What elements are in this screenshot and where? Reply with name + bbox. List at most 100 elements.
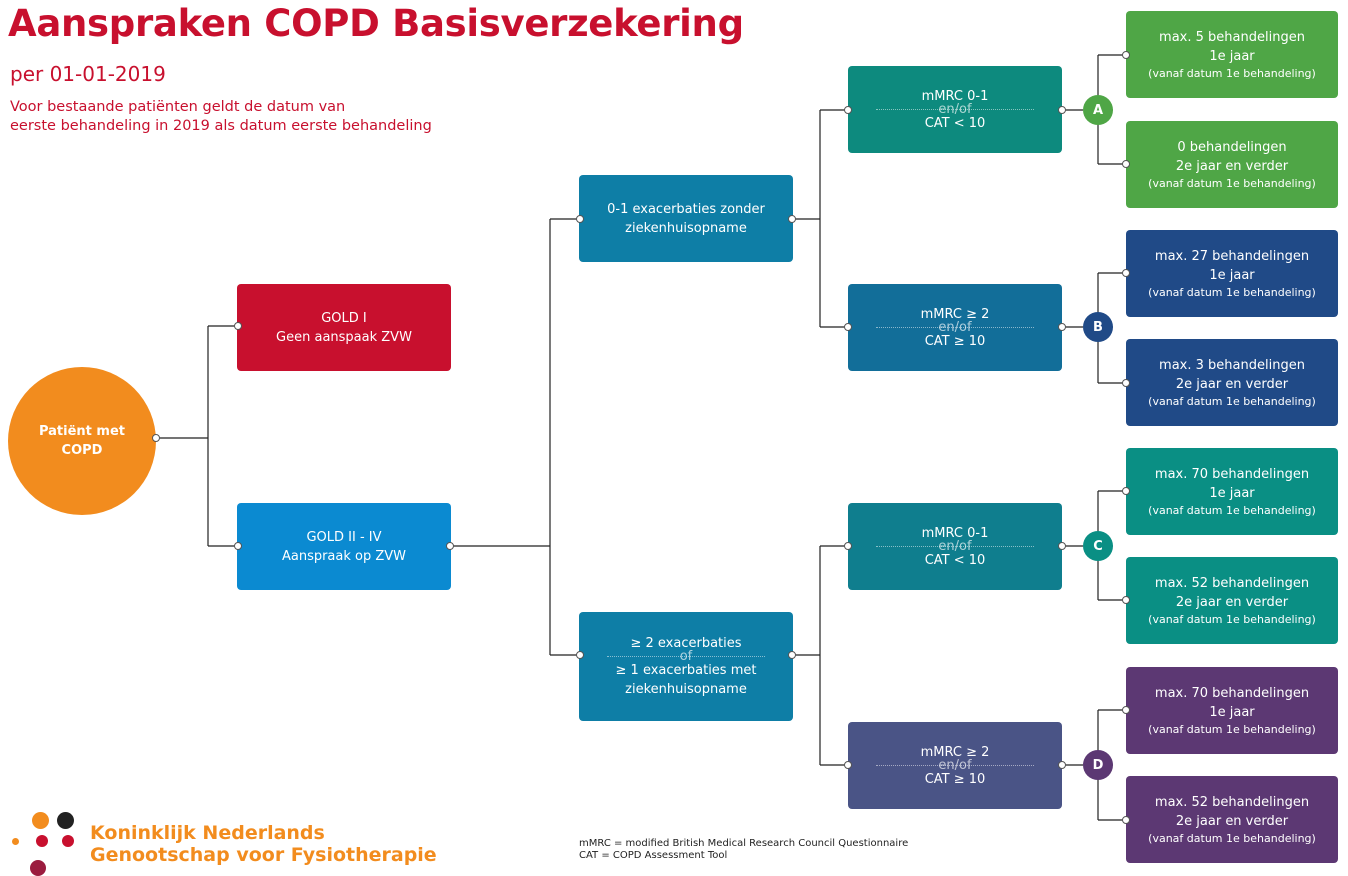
outcome-d1-box: max. 70 behandelingen 1e jaar (vanaf dat…	[1126, 667, 1338, 754]
exac-high-line-2: ≥ 1 exacerbaties met	[615, 663, 757, 678]
outcome-a1-note: (vanaf datum 1e behandeling)	[1148, 66, 1316, 80]
connector-dot	[576, 651, 584, 659]
exac-low-line-2: ziekenhuisopname	[625, 220, 747, 236]
exac-low-line-1: 0-1 exacerbaties zonder	[607, 201, 765, 217]
connector-dot	[234, 322, 242, 330]
logo-dot	[12, 838, 19, 845]
outcome-a2-note: (vanaf datum 1e behandeling)	[1148, 176, 1316, 190]
gold-1-desc: Geen aanspaak ZVW	[276, 329, 412, 345]
logo-line-2: Genootschap voor Fysiotherapie	[90, 844, 437, 866]
logo-dot	[30, 860, 46, 876]
group-d-badge: D	[1083, 750, 1113, 780]
outcome-b1-box: max. 27 behandelingen 1e jaar (vanaf dat…	[1126, 230, 1338, 317]
connector-dot	[1058, 542, 1066, 550]
connector-dot	[576, 215, 584, 223]
intro-note: Voor bestaande patiënten geldt de datum …	[10, 98, 530, 136]
outcome-b1-period: 1e jaar	[1209, 267, 1255, 283]
connector-dot	[788, 215, 796, 223]
connector-dot	[152, 434, 160, 442]
mmrc-a-bottom: CAT < 10	[924, 115, 986, 131]
gold-1-box: GOLD I Geen aanspaak ZVW	[237, 284, 451, 371]
patient-line-1: Patiënt met	[38, 424, 125, 439]
note-line-1: Voor bestaande patiënten geldt de datum …	[10, 99, 346, 115]
patient-line-2: COPD	[61, 443, 103, 458]
connector-dot	[844, 761, 852, 769]
mmrc-d-bottom: CAT ≥ 10	[924, 771, 986, 787]
connector-dot	[844, 542, 852, 550]
outcome-c2-box: max. 52 behandelingen 2e jaar en verder …	[1126, 557, 1338, 644]
outcome-b2-note: (vanaf datum 1e behandeling)	[1148, 394, 1316, 408]
connector-dot	[1058, 106, 1066, 114]
outcome-d2-max: max. 52 behandelingen	[1154, 794, 1310, 810]
mmrc-a-top: mMRC 0-1	[921, 88, 989, 104]
outcome-d2-box: max. 52 behandelingen 2e jaar en verder …	[1126, 776, 1338, 863]
outcome-a1-box: max. 5 behandelingen 1e jaar (vanaf datu…	[1126, 11, 1338, 98]
mmrc-b-separator: en/of	[875, 320, 1035, 335]
outcome-d2-period: 2e jaar en verder	[1175, 813, 1289, 829]
connector-dot	[446, 542, 454, 550]
outcome-a1-period: 1e jaar	[1209, 48, 1255, 64]
connector-dot	[788, 651, 796, 659]
mmrc-c-box: mMRC 0-1 en/of CAT < 10	[848, 503, 1062, 590]
outcome-c2-period: 2e jaar en verder	[1175, 594, 1289, 610]
connector-dot	[1122, 379, 1130, 387]
connector-dot	[844, 323, 852, 331]
mmrc-c-bottom: CAT < 10	[924, 552, 986, 568]
gold-2-box: GOLD II - IV Aanspraak op ZVW	[237, 503, 451, 590]
mmrc-c-sep-label: en/of	[938, 538, 972, 554]
gold-1-title: GOLD I	[321, 310, 367, 326]
mmrc-a-box: mMRC 0-1 en/of CAT < 10	[848, 66, 1062, 153]
outcome-b2-max: max. 3 behandelingen	[1159, 357, 1305, 373]
outcome-d2-note: (vanaf datum 1e behandeling)	[1148, 831, 1316, 845]
connector-dot	[1058, 323, 1066, 331]
legend-cat: CAT = COPD Assessment Tool	[579, 850, 728, 861]
connector-dot	[1122, 269, 1130, 277]
gold-2-title: GOLD II - IV	[306, 529, 382, 545]
outcome-c1-max: max. 70 behandelingen	[1154, 466, 1310, 482]
outcome-d1-note: (vanaf datum 1e behandeling)	[1148, 722, 1316, 736]
mmrc-d-separator: en/of	[875, 758, 1035, 773]
outcome-b1-note: (vanaf datum 1e behandeling)	[1148, 285, 1316, 299]
exacerbation-low-box: 0-1 exacerbaties zonder ziekenhuisopname	[579, 175, 793, 262]
outcome-d1-max: max. 70 behandelingen	[1154, 685, 1310, 701]
connector-dot	[1122, 816, 1130, 824]
legend-mmrc: mMRC = modified British Medical Research…	[579, 838, 909, 849]
outcome-c2-max: max. 52 behandelingen	[1154, 575, 1310, 591]
mmrc-d-sep-label: en/of	[938, 757, 972, 773]
note-line-2: eerste behandeling in 2019 als datum eer…	[10, 118, 432, 134]
connector-dot	[844, 106, 852, 114]
page-title: Aanspraken COPD Basisverzekering	[8, 2, 744, 45]
outcome-a1-max: max. 5 behandelingen	[1159, 29, 1305, 45]
mmrc-c-top: mMRC 0-1	[921, 525, 989, 541]
outcome-a2-period: 2e jaar en verder	[1175, 158, 1289, 174]
mmrc-b-box: mMRC ≥ 2 en/of CAT ≥ 10	[848, 284, 1062, 371]
exac-high-line-1: ≥ 2 exacerbaties	[630, 636, 742, 651]
page-subtitle: per 01-01-2019	[10, 62, 166, 86]
outcome-a2-box: 0 behandelingen 2e jaar en verder (vanaf…	[1126, 121, 1338, 208]
mmrc-b-bottom: CAT ≥ 10	[924, 333, 986, 349]
mmrc-a-sep-label: en/of	[938, 101, 972, 117]
outcome-c1-box: max. 70 behandelingen 1e jaar (vanaf dat…	[1126, 448, 1338, 535]
exac-high-line-3: ziekenhuisopname	[625, 682, 747, 697]
outcome-d1-period: 1e jaar	[1209, 704, 1255, 720]
connector-dot	[1122, 706, 1130, 714]
outcome-b2-box: max. 3 behandelingen 2e jaar en verder (…	[1126, 339, 1338, 426]
outcome-b1-max: max. 27 behandelingen	[1154, 248, 1310, 264]
connector-dot	[1122, 487, 1130, 495]
logo-dot	[62, 835, 74, 847]
group-b-badge: B	[1083, 312, 1113, 342]
logo-dot	[57, 812, 74, 829]
mmrc-d-top: mMRC ≥ 2	[920, 744, 990, 760]
mmrc-c-separator: en/of	[875, 539, 1035, 554]
connector-dot	[1122, 160, 1130, 168]
connector-dot	[1122, 596, 1130, 604]
connector-dot	[234, 542, 242, 550]
connector-dot	[1058, 761, 1066, 769]
mmrc-b-sep-label: en/of	[938, 319, 972, 335]
outcome-a2-max: 0 behandelingen	[1177, 139, 1287, 155]
exac-high-separator: of	[606, 649, 766, 664]
logo-dot	[36, 835, 48, 847]
group-a-badge: A	[1083, 95, 1113, 125]
group-c-badge: C	[1083, 531, 1113, 561]
outcome-c2-note: (vanaf datum 1e behandeling)	[1148, 612, 1316, 626]
